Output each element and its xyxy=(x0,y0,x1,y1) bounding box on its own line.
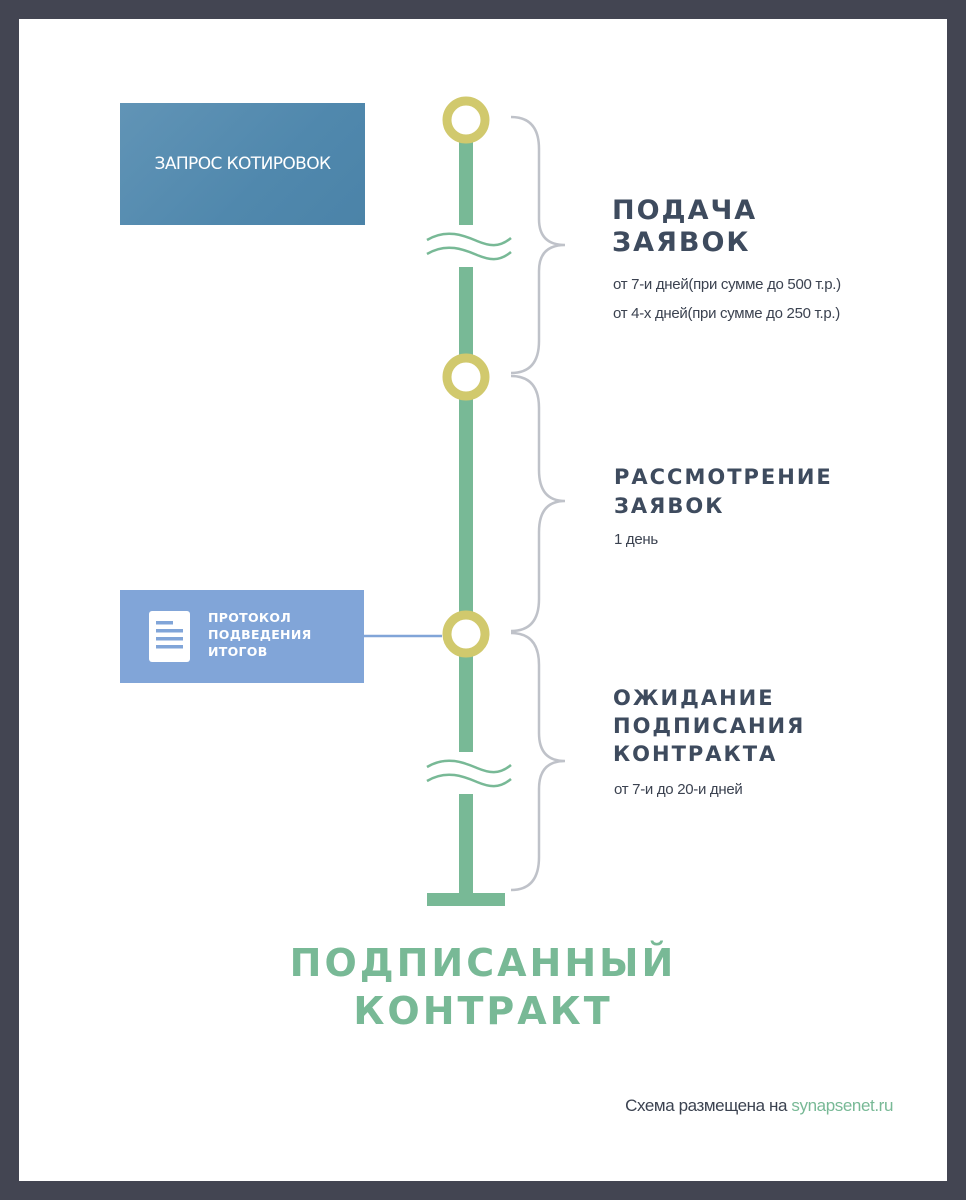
brace-stage-1 xyxy=(510,115,566,375)
protocol-box: ПРОТОКОЛ ПОДВЕДЕНИЯ ИТОГОВ xyxy=(120,590,364,683)
stage-3-duration-1: от 7-и до 20-и дней xyxy=(614,781,743,798)
final-title-text: ПОДПИСАННЫЙ КОНТРАКТ xyxy=(289,941,677,1033)
stage-1-duration-2: от 4-х дней(при сумме до 250 т.р.) xyxy=(613,305,840,322)
timeline-line xyxy=(459,129,473,899)
brace-stage-3 xyxy=(510,631,566,892)
final-title: ПОДПИСАННЫЙ КОНТРАКТ xyxy=(19,939,947,1035)
quote-request-box: ЗАПРОС КОТИРОВОК xyxy=(120,103,365,225)
stage-2-title: РАССМОТРЕНИЕ ЗАЯВОК xyxy=(614,465,833,518)
timeline-diagram xyxy=(339,96,566,906)
protocol-label: ПРОТОКОЛ ПОДВЕДЕНИЯ ИТОГОВ xyxy=(208,610,312,659)
timeline-base xyxy=(427,893,505,906)
footer-prefix: Схема размещена на xyxy=(625,1096,792,1115)
timeline-node-1 xyxy=(442,96,490,144)
stage-1-duration-1: от 7-и дней(при сумме до 500 т.р.) xyxy=(613,276,841,293)
footer-link[interactable]: synapsenet.ru xyxy=(791,1096,893,1115)
document-icon xyxy=(149,611,190,662)
brace-stage-2 xyxy=(510,374,566,633)
timeline-node-2 xyxy=(442,353,490,401)
page-canvas: ЗАПРОС КОТИРОВОК ПРОТОКОЛ ПОДВЕДЕНИЯ ИТО… xyxy=(19,19,947,1181)
break-mark-2 xyxy=(423,752,512,794)
break-mark-1 xyxy=(423,225,512,267)
footer-credit: Схема размещена на synapsenet.ru xyxy=(625,1096,893,1116)
stage-1-title: ПОДАЧА ЗАЯВОК xyxy=(612,195,758,258)
stage-2-duration-1: 1 день xyxy=(614,531,658,548)
stage-3-title: ОЖИДАНИЕ ПОДПИСАНИЯ КОНТРАКТА xyxy=(613,686,806,766)
timeline-node-3 xyxy=(442,610,490,658)
quote-request-label: ЗАПРОС КОТИРОВОК xyxy=(154,154,332,174)
